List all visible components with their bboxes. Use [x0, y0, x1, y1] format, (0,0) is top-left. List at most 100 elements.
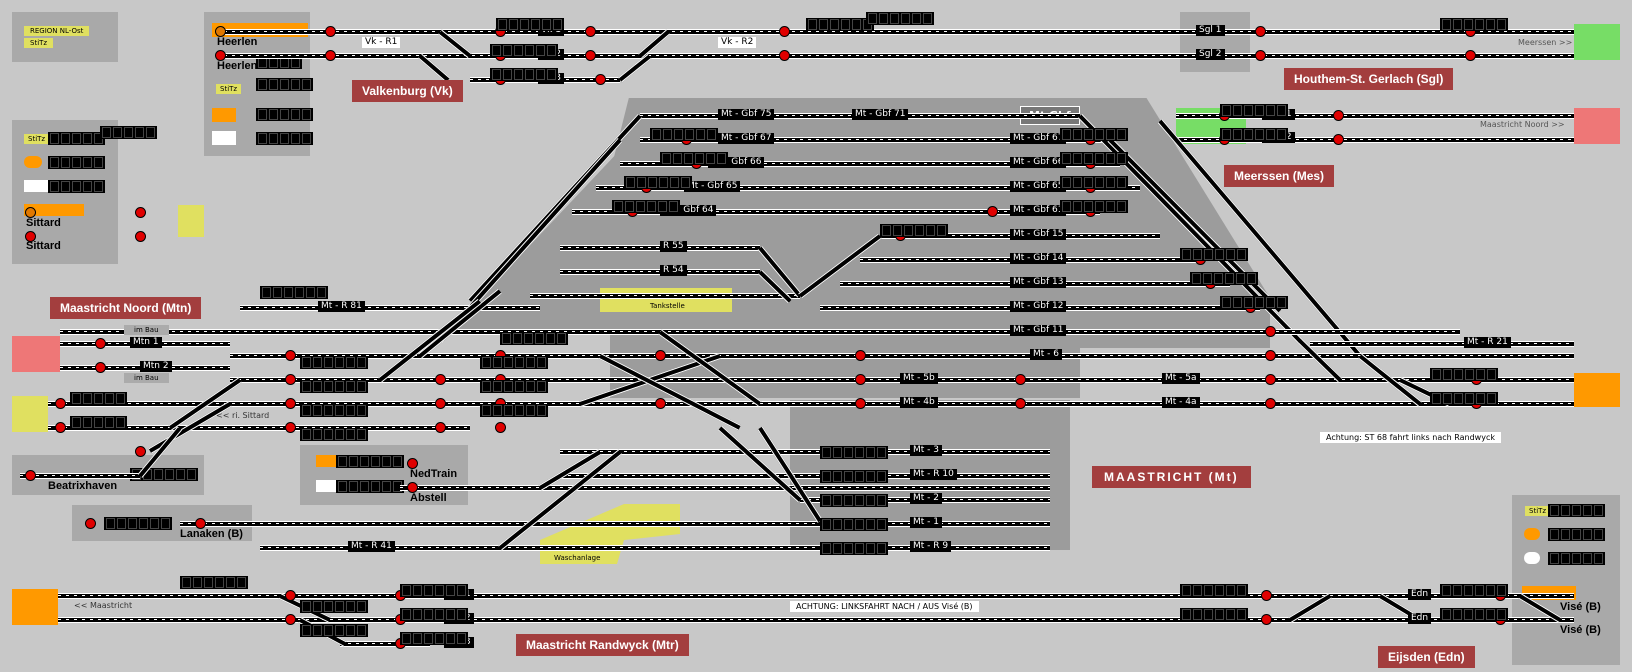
signal-icon[interactable]	[655, 350, 666, 361]
station-eijsden[interactable]: Eijsden (Edn)	[1378, 646, 1475, 668]
track-gbf66b[interactable]: Mt - Gbf 66	[1010, 157, 1067, 168]
track-mt4a[interactable]: Mt - 4a	[1162, 397, 1200, 408]
signal-icon[interactable]	[655, 398, 666, 409]
track-mt-r81[interactable]	[240, 305, 540, 311]
signal-icon[interactable]	[1465, 50, 1476, 61]
signal-icon[interactable]	[595, 74, 606, 85]
track-edn1[interactable]: Edn	[1408, 589, 1432, 600]
track-edn2[interactable]: Edn	[1408, 613, 1432, 624]
track-top-1[interactable]	[216, 29, 1574, 35]
track-mtn1[interactable]: Mtn 1	[130, 337, 162, 348]
signal-icon[interactable]	[435, 398, 446, 409]
track-gbf-64[interactable]	[572, 209, 1100, 215]
track-gbf67a[interactable]: Mt - Gbf 67	[718, 133, 775, 144]
track-mt5b[interactable]: Mt - 5b	[900, 373, 938, 384]
track-gbf64[interactable]: Mt - Gbf 64	[660, 205, 717, 216]
track-mt3[interactable]	[560, 449, 1050, 455]
track-r21-end[interactable]	[1310, 341, 1574, 347]
track-bottom-2[interactable]	[58, 617, 1574, 623]
station-meerssen[interactable]: Meerssen (Mes)	[1224, 165, 1335, 187]
signal-icon[interactable]	[325, 50, 336, 61]
signal-icon[interactable]	[1255, 26, 1266, 37]
track-mt5a[interactable]: Mt - 5a	[1162, 373, 1200, 384]
signal-icon[interactable]	[1261, 614, 1272, 625]
signal-icon[interactable]	[1261, 590, 1272, 601]
track-mt4[interactable]	[48, 401, 1574, 407]
signal-icon[interactable]	[25, 207, 36, 218]
signal-icon[interactable]	[285, 590, 296, 601]
track-mt-r10[interactable]	[560, 473, 1050, 479]
signal-icon[interactable]	[195, 518, 206, 529]
track-gbf71[interactable]: Mt - Gbf 71	[852, 109, 909, 120]
signal-icon[interactable]	[1015, 374, 1026, 385]
signal-icon[interactable]	[95, 338, 106, 349]
signal-icon[interactable]	[25, 231, 36, 242]
track-mt-r9[interactable]	[260, 545, 1050, 551]
signal-icon[interactable]	[1015, 398, 1026, 409]
track-gbf11[interactable]: Mt - Gbf 11	[1010, 325, 1067, 336]
station-valkenburg[interactable]: Valkenburg (Vk)	[352, 80, 463, 102]
track-top-2[interactable]	[216, 53, 1574, 59]
track-gbf65a[interactable]: Mt - Gbf 65	[684, 181, 741, 192]
track-mt3[interactable]: Mt - 3	[910, 445, 942, 456]
signal-icon[interactable]	[855, 374, 866, 385]
signal-icon[interactable]	[55, 422, 66, 433]
signal-icon[interactable]	[1255, 50, 1266, 61]
track-gbf13[interactable]: Mt - Gbf 13	[1010, 277, 1067, 288]
track-nedtrain[interactable]	[400, 485, 1050, 491]
signal-icon[interactable]	[85, 518, 96, 529]
signal-icon[interactable]	[495, 422, 506, 433]
track-mt-r10[interactable]: Mt - R 10	[910, 469, 957, 480]
station-maastricht[interactable]: MAASTRICHT (Mt)	[1092, 466, 1251, 488]
signal-icon[interactable]	[435, 422, 446, 433]
signal-icon[interactable]	[779, 26, 790, 37]
track-gbf61[interactable]: Mt - Gbf 61	[1010, 205, 1067, 216]
track-bottom-1[interactable]	[58, 593, 1574, 599]
signal-icon[interactable]	[325, 26, 336, 37]
track-r55[interactable]: R 55	[660, 241, 687, 252]
track-mt1[interactable]: Mt - 1	[910, 517, 942, 528]
signal-icon[interactable]	[435, 374, 446, 385]
track-gbf75[interactable]: Mt - Gbf 75	[718, 109, 775, 120]
track-sittard-2[interactable]	[48, 425, 470, 431]
track-gbf67b[interactable]: Mt - Gbf 67	[1010, 133, 1067, 144]
signal-icon[interactable]	[135, 231, 146, 242]
signal-icon[interactable]	[1265, 398, 1276, 409]
signal-icon[interactable]	[25, 470, 36, 481]
track-mt-r81[interactable]: Mt - R 81	[318, 301, 365, 312]
track-mt2[interactable]: Mt - 2	[910, 493, 942, 504]
signal-icon[interactable]	[1265, 326, 1276, 337]
track-gbf14[interactable]: Mt - Gbf 14	[1010, 253, 1067, 264]
track-mt-r21[interactable]: Mt - R 21	[1464, 337, 1511, 348]
track-mes-1[interactable]	[1176, 113, 1574, 119]
signal-icon[interactable]	[135, 446, 146, 457]
track-mt-r9[interactable]: Mt - R 9	[910, 541, 952, 552]
signal-icon[interactable]	[855, 398, 866, 409]
signal-icon[interactable]	[585, 50, 596, 61]
track-gbf-67[interactable]	[640, 137, 1110, 143]
track-lanaken[interactable]	[180, 521, 1050, 527]
track-mt4b[interactable]: Mt - 4b	[900, 397, 938, 408]
signal-icon[interactable]	[987, 206, 998, 217]
track-gbf15[interactable]: Mt - Gbf 15	[1010, 229, 1067, 240]
signal-icon[interactable]	[285, 422, 296, 433]
track-gbf66a[interactable]: Mt - Gbf 66	[708, 157, 765, 168]
track-mt-r41[interactable]: Mt - R 41	[348, 541, 395, 552]
signal-icon[interactable]	[95, 362, 106, 373]
signal-icon[interactable]	[1265, 350, 1276, 361]
track-beatrixhaven[interactable]	[20, 473, 140, 479]
signal-icon[interactable]	[285, 350, 296, 361]
signal-icon[interactable]	[285, 374, 296, 385]
track-sgl2[interactable]: Sgl 2	[1196, 49, 1225, 60]
signal-icon[interactable]	[407, 458, 418, 469]
track-r54[interactable]: R 54	[660, 265, 687, 276]
signal-icon[interactable]	[1333, 110, 1344, 121]
signal-icon[interactable]	[285, 614, 296, 625]
station-randwyck[interactable]: Maastricht Randwyck (Mtr)	[516, 634, 689, 656]
track-mtr3[interactable]	[340, 641, 430, 647]
track-mtn2[interactable]: Mtn 2	[140, 361, 172, 372]
track-sgl1[interactable]: Sgl 1	[1196, 25, 1225, 36]
track-mt6[interactable]	[230, 353, 1574, 359]
track-mt6[interactable]: Mt - 6	[1030, 349, 1062, 360]
track-gbf-65[interactable]	[596, 185, 1140, 191]
